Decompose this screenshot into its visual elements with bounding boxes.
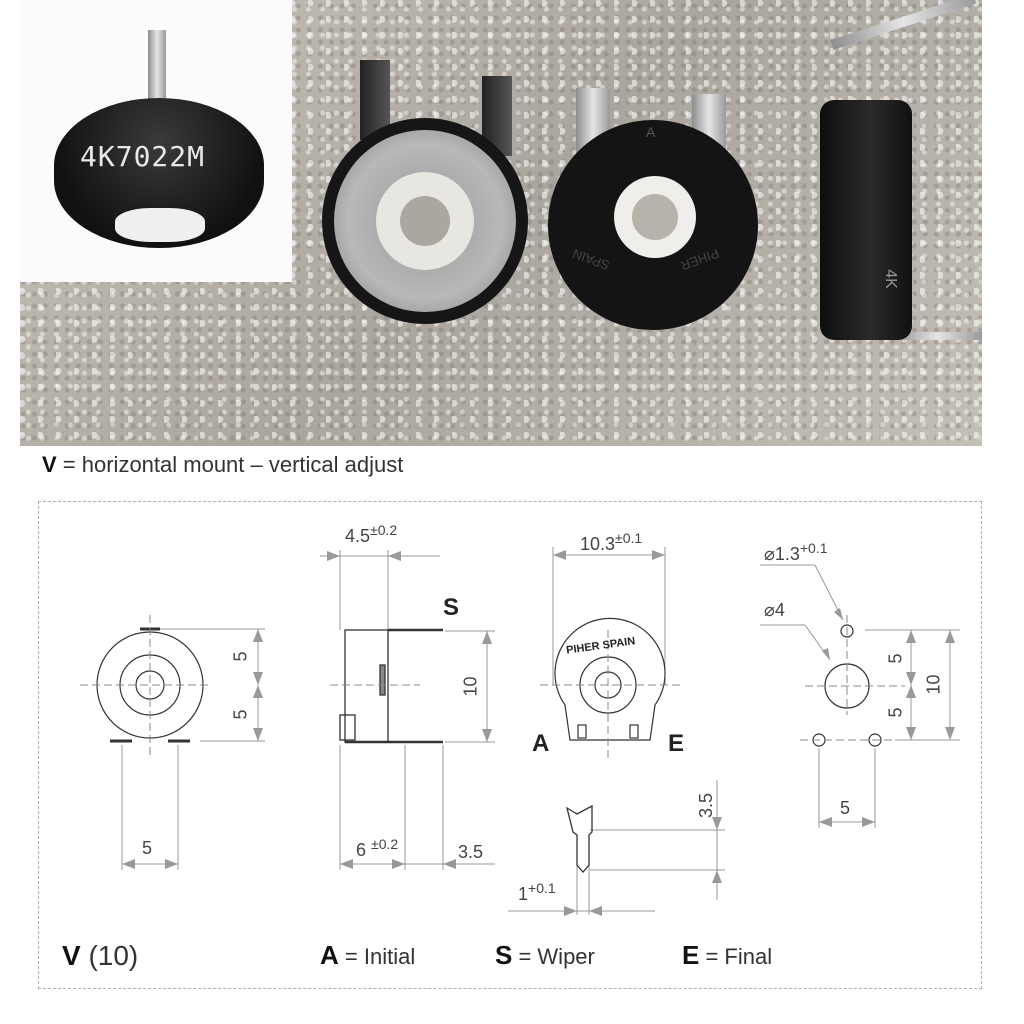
- front-dim-pin-spacing: 5: [142, 838, 153, 858]
- product-photo: 4K7022M A SPAIN PIHER 4K: [20, 0, 982, 446]
- pcb-hole-small: ⌀1.3+0.1: [764, 540, 828, 564]
- side-dim-height: 10: [460, 676, 481, 697]
- side-dim-depth: 4.5±0.2: [345, 522, 398, 546]
- inset-photo: 4K7022M: [20, 0, 292, 282]
- legend-wiper: S = Wiper: [495, 940, 595, 970]
- pin-dim-width: 1+0.1: [518, 880, 556, 904]
- caption-code: V: [42, 452, 57, 477]
- front-dim-upper: 5: [230, 651, 251, 662]
- model-label: V (10): [62, 940, 139, 971]
- pcb-dim-lower: 5: [885, 707, 906, 718]
- dimension-drawing: [38, 501, 982, 989]
- side-dim-pin: 3.5: [458, 842, 484, 862]
- front-dim-lower: 5: [230, 709, 251, 720]
- pcb-dim-total: 10: [923, 674, 944, 695]
- caption-text: = horizontal mount – vertical adjust: [56, 452, 404, 477]
- potentiometer-back: A SPAIN PIHER: [548, 120, 758, 330]
- pcb-hole-large: ⌀4: [764, 600, 785, 620]
- legend-initial: A = Initial: [320, 940, 416, 970]
- pin-lead: [892, 332, 982, 340]
- marking-side: 4K: [881, 269, 899, 289]
- back-dim-width: 10.3±0.1: [580, 530, 643, 554]
- pcb-dim-pin-spacing: 5: [840, 798, 851, 818]
- pin-dim-length: 3.5: [696, 792, 717, 819]
- side-dim-lead: 6 ±0.2: [356, 836, 399, 860]
- label-final: E: [668, 730, 685, 757]
- potentiometer-front: [322, 118, 528, 324]
- white-rotor: [115, 208, 205, 242]
- mount-caption: V = horizontal mount – vertical adjust: [42, 452, 403, 478]
- marking-a: A: [646, 124, 656, 140]
- label-initial: A: [532, 730, 550, 757]
- marking-spain: SPAIN: [570, 245, 612, 274]
- pin-lead: [148, 30, 166, 108]
- potentiometer-side: 4K: [820, 100, 912, 340]
- part-marking: 4K7022M: [80, 140, 206, 173]
- legend-final: E = Final: [682, 940, 773, 970]
- marking-piher: PIHER: [678, 245, 722, 274]
- label-wiper: S: [443, 594, 460, 621]
- pcb-dim-upper: 5: [885, 653, 906, 664]
